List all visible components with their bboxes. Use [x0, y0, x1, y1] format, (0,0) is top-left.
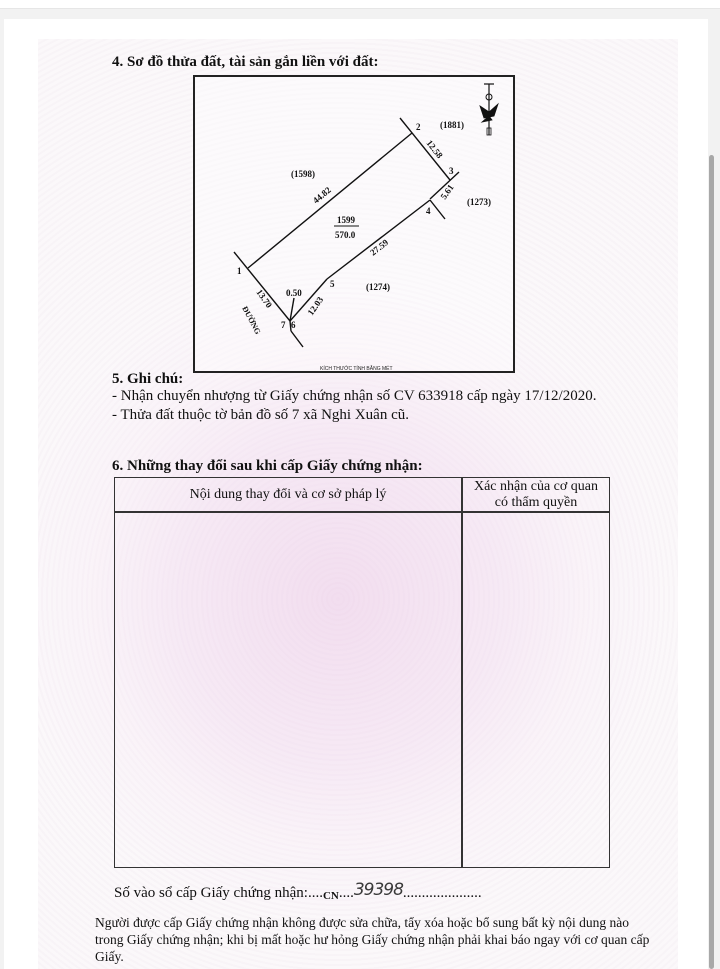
- note-line-2: - Thửa đất thuộc tờ bản đồ số 7 xã Nghi …: [112, 407, 409, 423]
- warning-text: Người được cấp Giấy chứng nhận không đượ…: [95, 915, 650, 964]
- changes-table: Nội dung thay đổi và cơ sở pháp lý Xác n…: [114, 477, 610, 868]
- table-header-divider: [115, 511, 609, 513]
- registration-label: Số vào sổ cấp Giấy chứng nhận:: [114, 885, 308, 901]
- land-parcel-diagram: [193, 75, 515, 373]
- section-6-title: 6. Những thay đổi sau khi cấp Giấy chứng…: [112, 458, 423, 474]
- note-line-1: - Nhận chuyển nhượng từ Giấy chứng nhận …: [112, 388, 597, 404]
- viewer-top-bar: [0, 0, 720, 9]
- table-column-divider: [461, 478, 463, 867]
- registration-prefix: CN: [322, 890, 339, 902]
- vertical-scrollbar[interactable]: [709, 155, 714, 969]
- column-header-authority-confirmation: Xác nhận của cơ quan có thẩm quyền: [473, 478, 598, 510]
- column-header-change-content: Nội dung thay đổi và cơ sở pháp lý: [189, 486, 387, 502]
- registration-number-line: Số vào sổ cấp Giấy chứng nhận:....CN....…: [114, 880, 482, 902]
- section-4-title: 4. Sơ đồ thửa đất, tài sản gắn liền với …: [112, 54, 379, 70]
- registration-number-handwritten: 39398: [353, 880, 404, 900]
- section-5-title: 5. Ghi chú:: [112, 371, 184, 387]
